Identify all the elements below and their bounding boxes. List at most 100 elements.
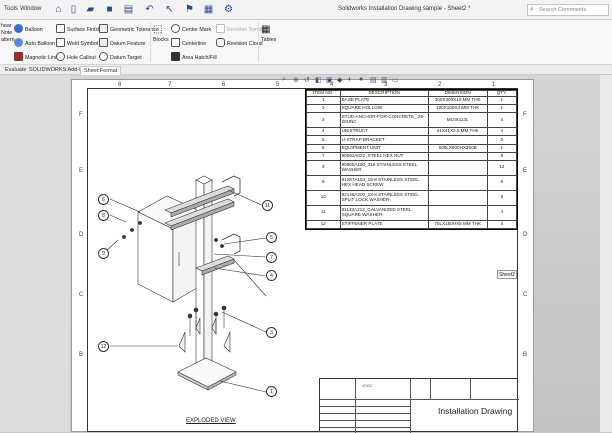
weld-symbol-button[interactable]: Weld Symbol [56,38,98,47]
edit-appearance-icon[interactable]: ● [359,76,364,83]
datum-target-button[interactable]: Datum Target [99,52,142,61]
tab-evaluate[interactable]: Evaluate [5,67,27,73]
table-cell: 300X300X10 MM THK [427,95,488,106]
print-icon[interactable]: ▤ [123,4,134,15]
drawing-title[interactable]: Installation Drawing [438,406,513,416]
geometric-tolerance-button[interactable]: Geometric Tolerance [99,24,159,33]
zoom-to-fit-icon[interactable]: ⌕ [282,76,286,83]
centerline-button[interactable]: Centerline [171,38,206,47]
tab-sheet-format[interactable]: Sheet Format [80,66,122,75]
balloon-callout[interactable]: 11 [262,200,273,211]
table-cell: STUD-ANCHOR-FOR-CONCRETE_.25-20UNC [339,112,429,129]
search-input[interactable]: ⌕ Search Commands [527,4,609,16]
tables-icon[interactable]: ▦ [261,24,271,35]
save-icon[interactable]: ■ [106,4,113,15]
search-icon: ⌕ [530,6,534,13]
datum-feature-button[interactable]: Datum Feature [99,38,145,47]
balloon-callout[interactable]: 8 [98,210,109,221]
magnetic-line-icon [14,52,23,61]
new-document-icon[interactable]: ▯ [70,4,77,15]
blocks-icon[interactable]: ⬚ [153,24,163,35]
auto-balloon-button[interactable]: Auto Balloon [14,38,55,47]
table-cell: 12 [486,159,518,176]
balloon-callout[interactable]: 6 [98,194,109,205]
hole-callout-button[interactable]: Hole Callout [56,52,96,61]
balloon-callout[interactable]: 9 [98,248,109,259]
select-icon[interactable]: ↖ [165,4,174,15]
blocks-button[interactable]: Blocks [153,37,169,43]
revision-cloud-button[interactable]: Revision Cloud [216,38,263,47]
scenes-icon[interactable]: ▤ [370,77,377,84]
home-icon[interactable]: ⌂ [55,4,62,15]
table-cell [427,159,488,176]
tables-button[interactable]: Tables [261,37,277,43]
surface-finish-button[interactable]: Surface Finish [56,24,101,33]
rebuild-icon[interactable]: ⚑ [185,4,194,15]
table-cell: 1 [486,95,518,106]
section-view-icon[interactable]: ◧ [315,77,322,84]
view-orientation-icon[interactable]: ▣ [326,77,333,84]
ribbon-cut-label-a[interactable]: hear [1,23,12,29]
datum-feature-label: Datum Feature [110,41,146,47]
ribbon-cut-label-c[interactable]: attern [1,37,15,43]
revision-symbol-button[interactable]: Revision Symbol [216,24,266,33]
hide-show-icon[interactable]: ◐ [348,76,353,83]
balloon-button[interactable]: Balloon [14,24,43,33]
zone-number: 3 [384,82,388,88]
balloon-callout[interactable]: 7 [266,252,277,263]
title-block[interactable] [319,378,519,433]
zone-letter: D [79,232,84,238]
table-cell: 8 [306,159,341,176]
menu-window[interactable]: Window [20,6,42,12]
table-cell: 1 [306,95,341,106]
file-properties-icon[interactable]: ▦ [203,4,214,15]
center-mark-button[interactable]: Center Mark [171,24,211,33]
revision-symbol-icon [216,24,225,33]
feature-tree-collapsed [0,75,70,432]
menu-tools[interactable]: Tools [4,6,19,12]
zone-letter: F [79,112,83,118]
view-settings-icon[interactable]: ▥ [381,77,388,84]
view-label[interactable]: EXPLODED VIEW [186,418,236,424]
table-cell: 500LX600HX250B [427,143,488,153]
zoom-to-area-icon[interactable]: ⊕ [293,77,299,84]
display-monitor-icon[interactable]: ▭ [392,77,399,84]
balloon-callout[interactable]: 5 [266,232,277,243]
task-pane-bar[interactable] [600,75,612,432]
options-gear-icon[interactable]: ⚙ [224,4,233,15]
balloon-callout[interactable]: 3 [266,327,277,338]
datum-feature-icon [99,38,108,47]
display-style-icon[interactable]: ◆ [337,77,343,84]
ribbon-cut-label-b[interactable]: Note [1,30,13,36]
area-hatch-button[interactable]: Area Hatch/Fill [171,52,217,61]
table-cell: 41X41X2.5 MM THK [427,127,488,137]
balloon-callout[interactable]: 12 [98,341,109,352]
datum-target-label: Datum Target [110,55,142,61]
balloon-callout[interactable]: 4 [266,270,277,281]
undo-icon[interactable]: ↶ [145,4,154,15]
balloon-callout[interactable]: 1 [266,386,277,397]
zone-number: 2 [438,82,442,88]
table-cell: 4 [486,219,518,230]
table-cell: 12 [306,219,341,230]
magnetic-line-button[interactable]: Magnetic Line [14,52,58,61]
tab-solidworks-add-ins[interactable]: SOLIDWORKS Add-Ins [29,67,87,73]
open-folder-icon[interactable]: ▰ [86,4,95,15]
geometric-tolerance-label: Geometric Tolerance [110,27,159,33]
previous-view-icon[interactable]: ↺ [304,77,310,84]
